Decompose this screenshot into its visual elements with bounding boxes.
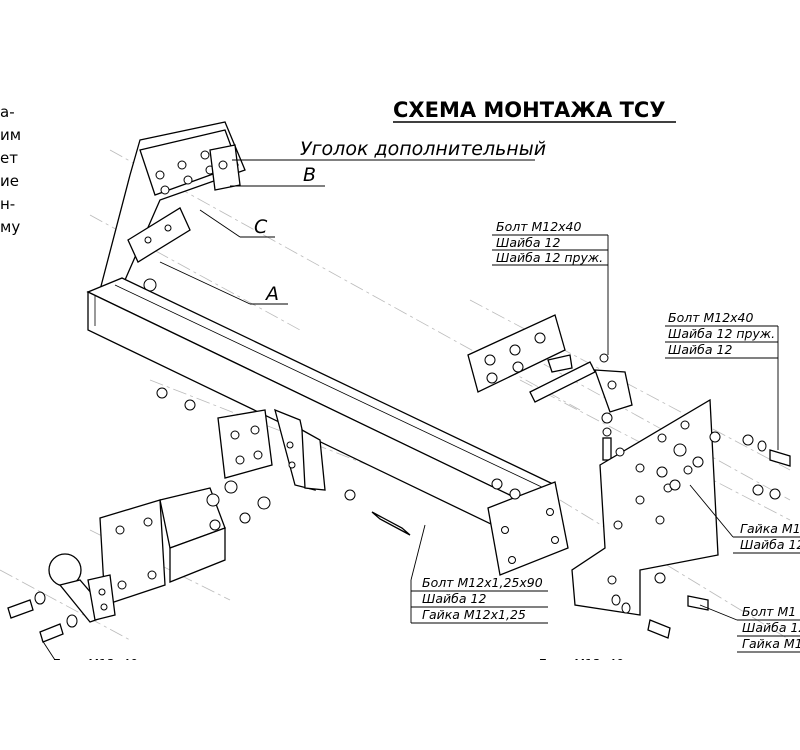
left-bracket-assembly	[99, 121, 246, 292]
center-label-washer: Шайба 12	[422, 591, 486, 606]
callout-letter-a: А	[264, 283, 279, 305]
right-mid-label-nut: Гайка М1	[740, 521, 800, 536]
bolts-right	[611, 431, 791, 639]
right-mid-label-washer: Шайба 12	[740, 537, 800, 552]
crossbar	[86, 277, 557, 540]
crossbar-end-flange	[487, 481, 569, 576]
leader-lines	[41, 159, 800, 661]
ball-mount-plate-1	[217, 409, 273, 479]
receiver-box-front	[169, 527, 226, 583]
left-fragment-2: им	[0, 126, 21, 144]
callout-ugolok: Уголок дополнительный	[300, 138, 546, 160]
crossbar-front-face	[87, 290, 521, 540]
flat-strip	[529, 361, 596, 403]
bolts-left	[7, 387, 521, 643]
tow-ball-assembly	[48, 487, 226, 623]
top-label-spring-washer: Шайба 12 пруж.	[496, 250, 603, 265]
left-text-fragments: а- им ет ие н- му	[0, 103, 21, 236]
right-low-label-bolt: Болт М1	[742, 604, 796, 619]
tow-ball-bracket	[87, 574, 116, 621]
center-label-nut: Гайка М12х1,25	[422, 607, 526, 622]
left-fragment-1: а-	[0, 103, 15, 121]
bottom-blank-area	[0, 660, 800, 750]
angle-bracket	[127, 207, 191, 263]
callout-letter-b: В	[303, 164, 316, 186]
center-label-bolt: Болт М12х1,25х90	[422, 575, 543, 590]
top-label-bolt: Болт М12х40	[496, 219, 582, 234]
right-low-label-washer: Шайба 12	[742, 620, 800, 635]
mid-bracket-assembly	[467, 314, 633, 461]
right-low-label-nut: Гайка М1	[742, 636, 800, 651]
right-label-washer: Шайба 12	[668, 342, 732, 357]
right-label-bolt: Болт М12х40	[668, 310, 754, 325]
left-fragment-6: му	[0, 218, 20, 236]
left-fragment-4: ие	[0, 172, 19, 190]
left-fragment-5: н-	[0, 195, 15, 213]
left-fragment-3: ет	[0, 149, 18, 167]
top-label-washer: Шайба 12	[496, 235, 560, 250]
callout-letter-c: С	[254, 216, 268, 238]
diagram-title: СХЕМА МОНТАЖА ТСУ	[393, 98, 666, 122]
right-label-spring-washer: Шайба 12 пруж.	[668, 326, 775, 341]
hitch-mount-plates	[217, 408, 326, 491]
angle-bracket-small	[594, 369, 633, 413]
